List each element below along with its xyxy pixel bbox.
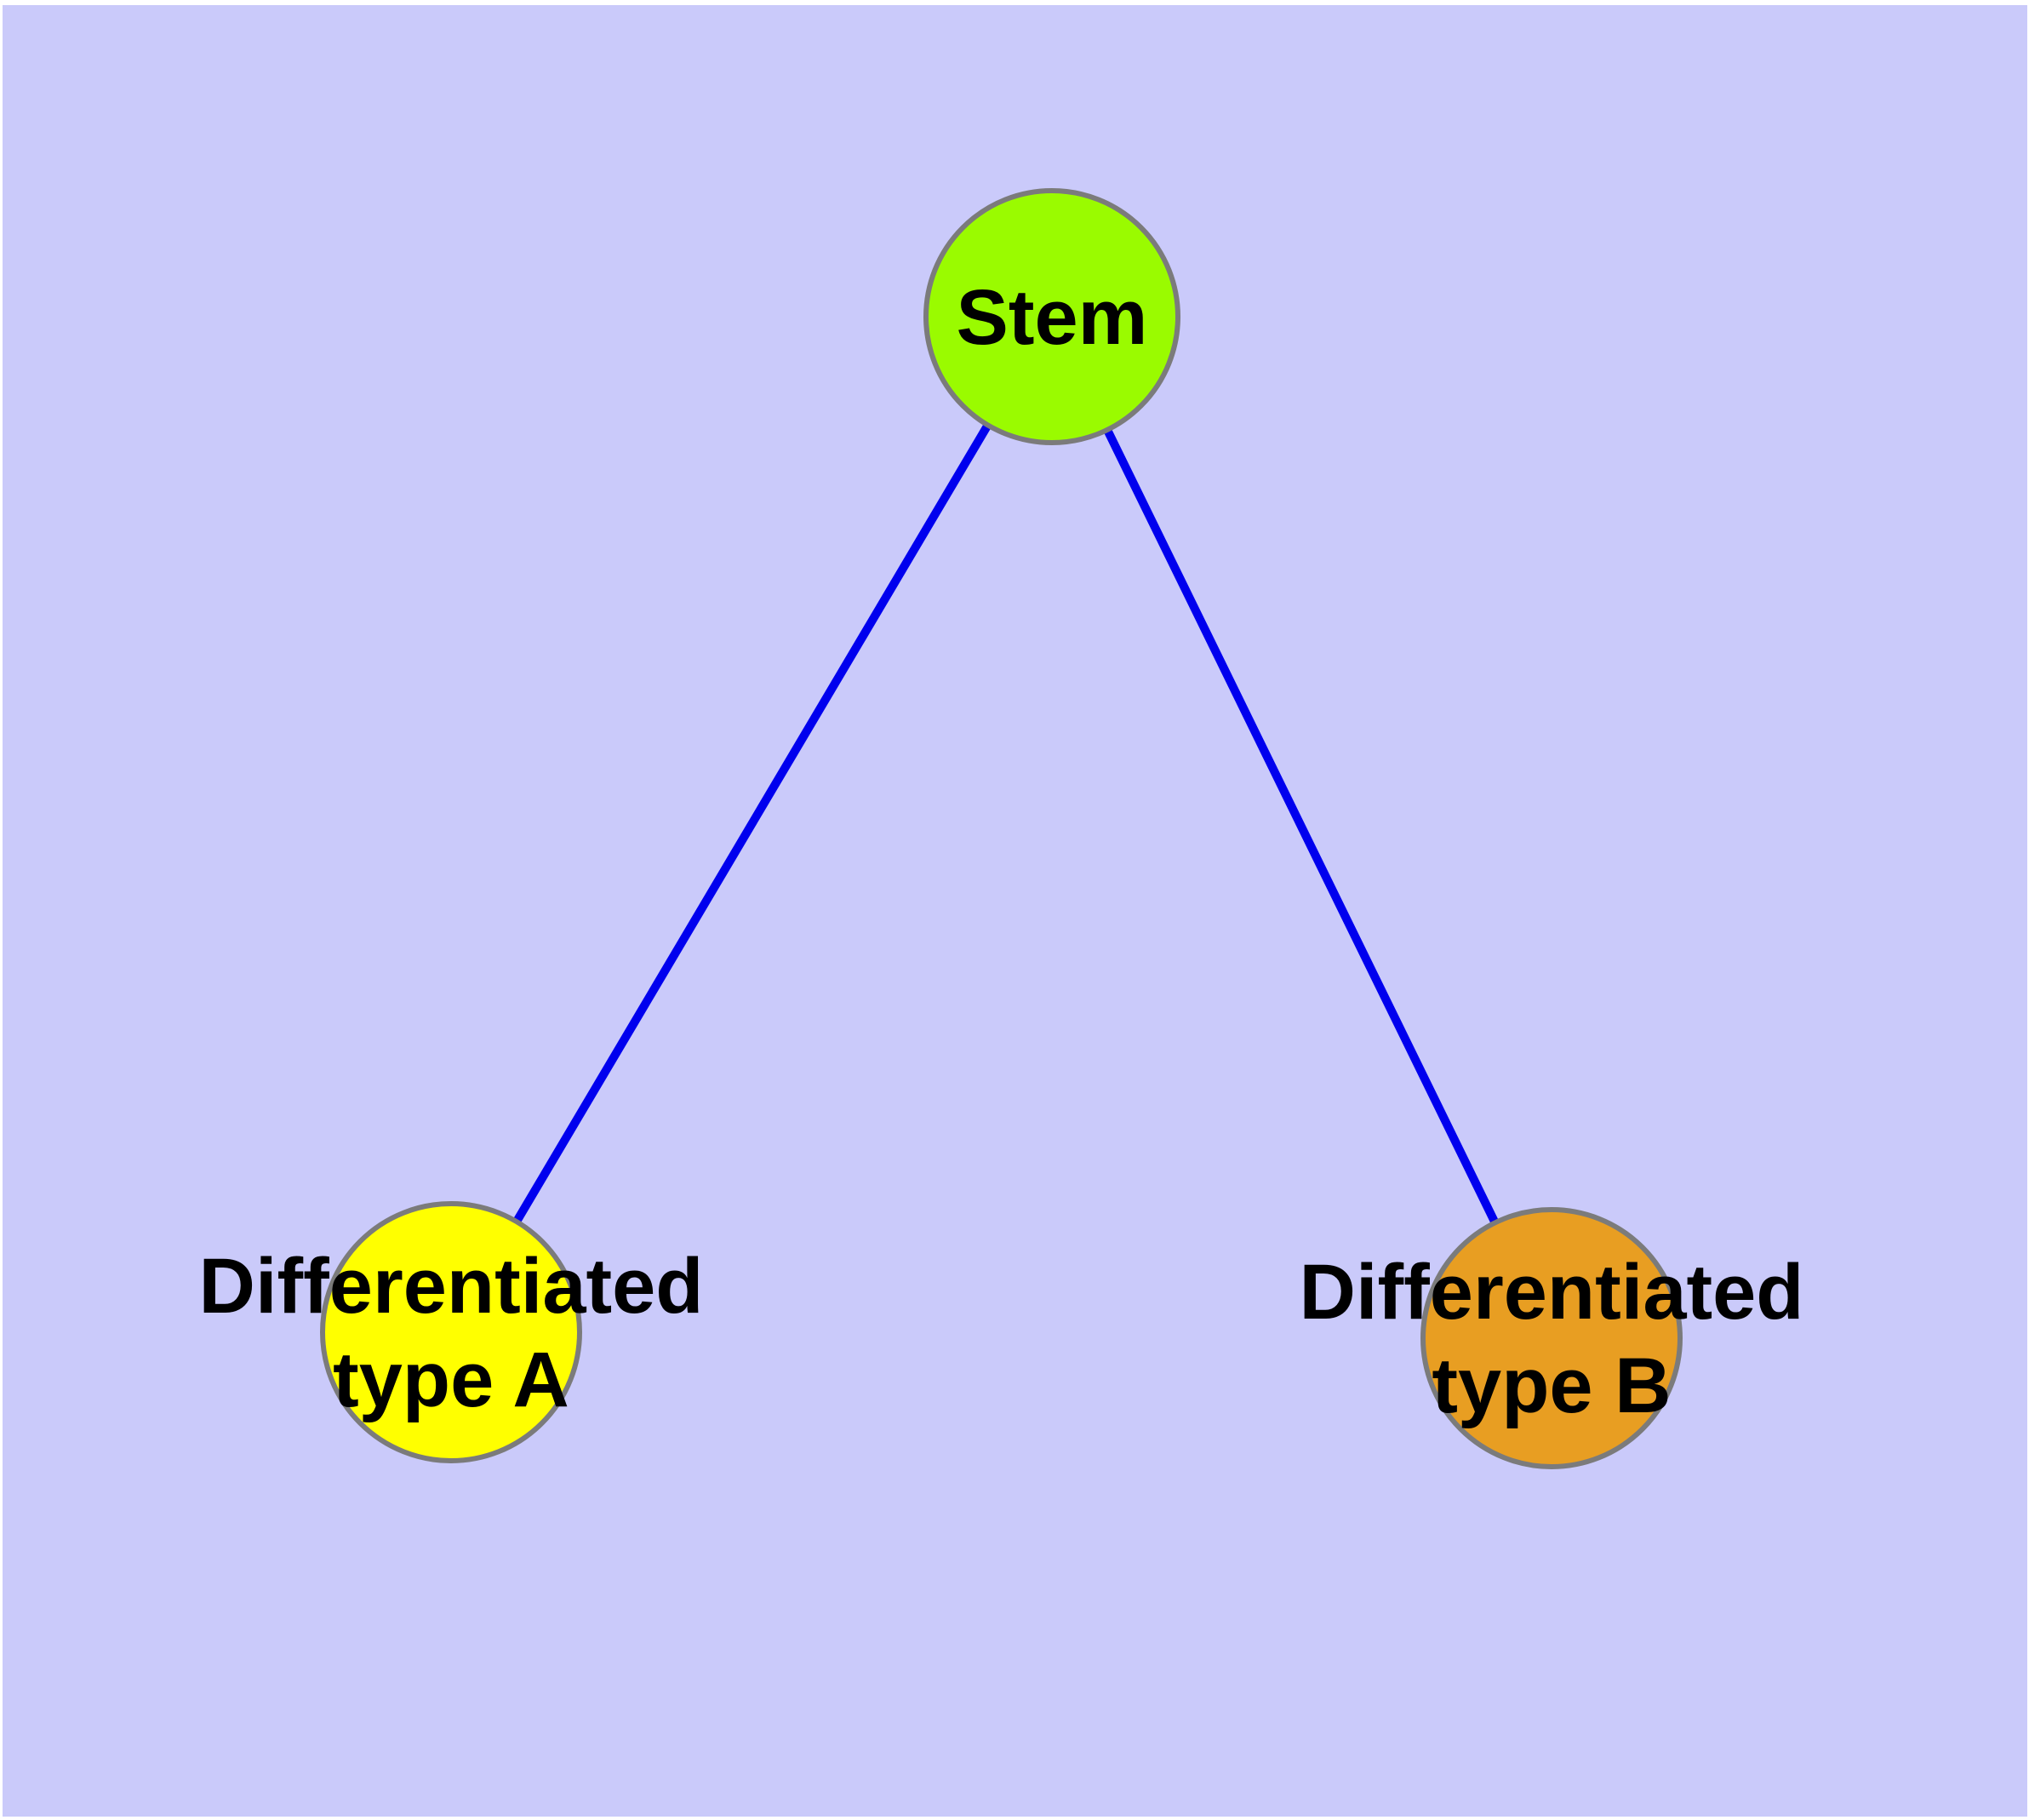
type-b-node (1420, 1207, 1683, 1469)
stem-node (923, 188, 1180, 445)
type-a-node (320, 1201, 582, 1463)
stem-node-label: Stem (957, 274, 1148, 361)
type-a-label-line1: Differentiated (199, 1243, 704, 1330)
type-b-label-line1: Differentiated (1300, 1249, 1804, 1336)
type-a-label-line2: type A (333, 1336, 569, 1423)
type-b-label-line2: type B (1432, 1342, 1671, 1429)
edge-stem-to-type-a (447, 312, 1056, 1336)
edge-stem-to-type-b (1048, 312, 1556, 1342)
